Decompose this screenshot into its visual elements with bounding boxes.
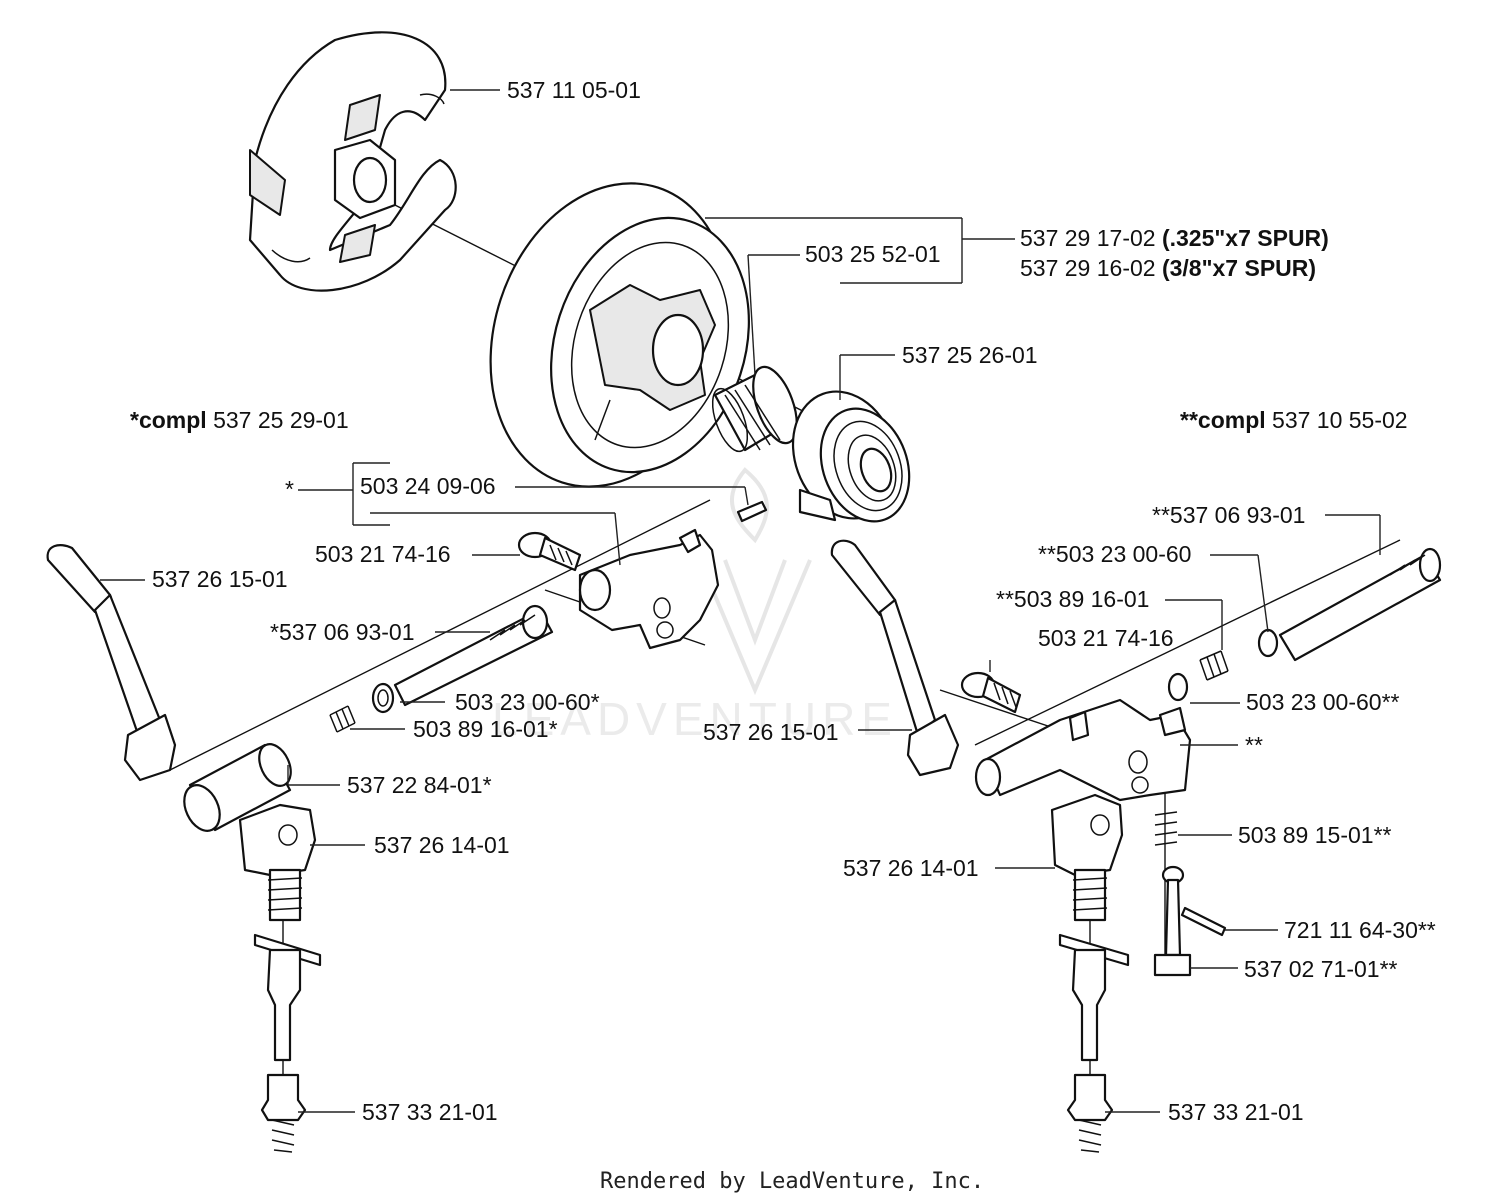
label-right-plunger: 537 02 71-01** — [1244, 956, 1398, 982]
label-left-compl: *compl 537 25 29-01 — [130, 407, 349, 433]
right-bottom-part — [1066, 1073, 1114, 1153]
label-right-bottom: 537 33 21-01 — [1168, 1099, 1304, 1125]
label-left-pin: 503 24 09-06 — [360, 473, 496, 499]
left-bottom-part — [260, 1073, 307, 1153]
label-left-screw: 503 21 74-16 — [315, 541, 451, 567]
left-washer-part — [371, 682, 395, 714]
left-bracket-part — [238, 803, 317, 877]
label-right-screw: 503 21 74-16 — [1038, 625, 1174, 651]
label-left-spring: 503 89 16-01* — [413, 716, 558, 742]
right-lever-part — [830, 539, 960, 777]
label-right-bracket: 537 26 14-01 — [843, 855, 979, 881]
left-screw-part — [517, 531, 582, 572]
label-right-washer: 503 23 00-60** — [1246, 689, 1400, 715]
left-pin-part — [736, 500, 768, 523]
needle-bearing-part — [711, 365, 798, 453]
left-shaft-part — [393, 604, 554, 707]
label-left-lever: 537 26 15-01 — [152, 566, 288, 592]
axis-lines — [169, 199, 1401, 1110]
label-right-pin: 721 11 64-30** — [1284, 917, 1436, 943]
label-clutch: 537 11 05-01 — [507, 77, 641, 103]
label-right-shaft: **537 06 93-01 — [1152, 502, 1305, 528]
label-left-shaft: *537 06 93-01 — [270, 619, 415, 645]
label-left-washer: 503 23 00-60* — [455, 689, 600, 715]
right-washer-part — [1167, 672, 1189, 702]
label-bearing: 503 25 52-01 — [805, 241, 941, 267]
clutch-part — [248, 31, 457, 292]
left-sleeve-part — [183, 743, 292, 832]
label-drum-a: 537 29 17-02 (.325"x7 SPUR) — [1020, 225, 1329, 251]
right-spring-top-part — [1199, 650, 1229, 681]
right-adjuster-part — [1058, 868, 1130, 1062]
label-right-lever: 537 26 15-01 — [703, 719, 839, 745]
label-right-spring-top: **503 89 16-01 — [996, 586, 1149, 612]
right-bracket-part — [1050, 793, 1124, 877]
watermark-text: LEADVENTURE — [492, 693, 898, 745]
label-left-sleeve: 537 22 84-01* — [347, 772, 492, 798]
right-shaft-part — [1278, 547, 1442, 662]
label-left-bottom: 537 33 21-01 — [362, 1099, 498, 1125]
right-pin-part — [1180, 906, 1227, 937]
label-right-compl: **compl 537 10 55-02 — [1180, 407, 1408, 433]
right-plunger-part — [1153, 865, 1192, 977]
left-oil-pump-part — [578, 528, 720, 650]
label-right-spring: 503 89 15-01** — [1238, 822, 1392, 848]
label-drive-gear: 537 25 26-01 — [902, 342, 1038, 368]
right-screw-part — [960, 671, 1022, 714]
label-left-star: * — [285, 476, 294, 502]
label-drum-b: 537 29 16-02 (3/8"x7 SPUR) — [1020, 255, 1316, 281]
left-lever-part — [46, 544, 177, 782]
right-spring-part — [1154, 811, 1178, 846]
clutch-drum-part — [489, 182, 750, 488]
left-adjuster-part — [253, 868, 322, 1062]
label-right-washer-top: **503 23 00-60 — [1038, 541, 1191, 567]
footer-credit: Rendered by LeadVenture, Inc. — [600, 1169, 984, 1194]
left-spring-part — [329, 705, 356, 733]
watermark-logo: LEADVENTURE — [492, 467, 898, 745]
leader-lines — [100, 89, 1381, 1113]
right-oil-pump-part — [974, 698, 1192, 802]
label-right-star: ** — [1245, 732, 1263, 758]
drive-gear-part — [791, 390, 911, 523]
right-washer-top-part — [1257, 628, 1279, 658]
label-left-bracket: 537 26 14-01 — [374, 832, 510, 858]
